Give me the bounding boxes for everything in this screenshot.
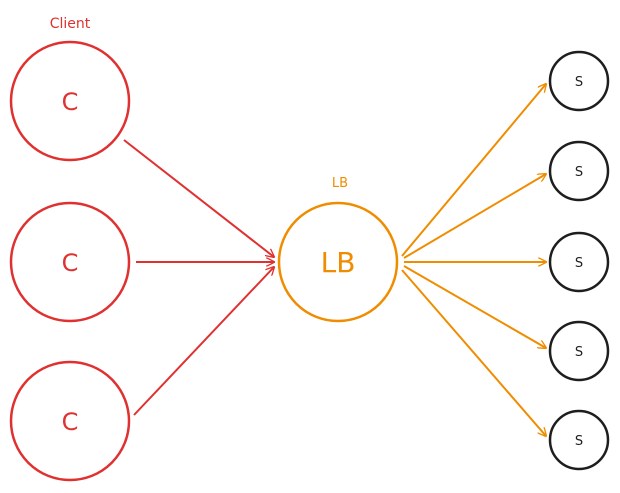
server-node[interactable]: S: [548, 140, 610, 202]
server-label: S: [575, 345, 583, 360]
client-label: C: [62, 408, 79, 436]
lb-to-server-arrow: [401, 269, 546, 436]
server-label: S: [575, 434, 583, 449]
lb-group-label: LB: [332, 176, 348, 191]
client-to-lb-arrow: [133, 267, 274, 416]
server-node[interactable]: S: [548, 231, 610, 293]
client-to-lb-arrow: [123, 139, 274, 257]
client-group-label: Client: [50, 16, 91, 32]
server-label: S: [575, 165, 583, 180]
client-node[interactable]: C: [9, 201, 131, 323]
server-node[interactable]: S: [548, 50, 610, 112]
lb-to-server-arrow: [401, 84, 546, 257]
load-balancer-node[interactable]: LB: [277, 201, 399, 323]
client-node[interactable]: C: [9, 360, 131, 482]
server-node[interactable]: S: [548, 320, 610, 382]
server-label: S: [575, 75, 583, 90]
load-balancer-label: LB: [321, 246, 356, 279]
client-label: C: [62, 249, 79, 277]
client-label: C: [62, 88, 79, 116]
lb-to-server-arrow: [403, 265, 546, 348]
client-node[interactable]: C: [9, 40, 131, 162]
server-node[interactable]: S: [548, 409, 610, 471]
lb-to-server-arrow: [403, 174, 546, 259]
server-label: S: [575, 256, 583, 271]
